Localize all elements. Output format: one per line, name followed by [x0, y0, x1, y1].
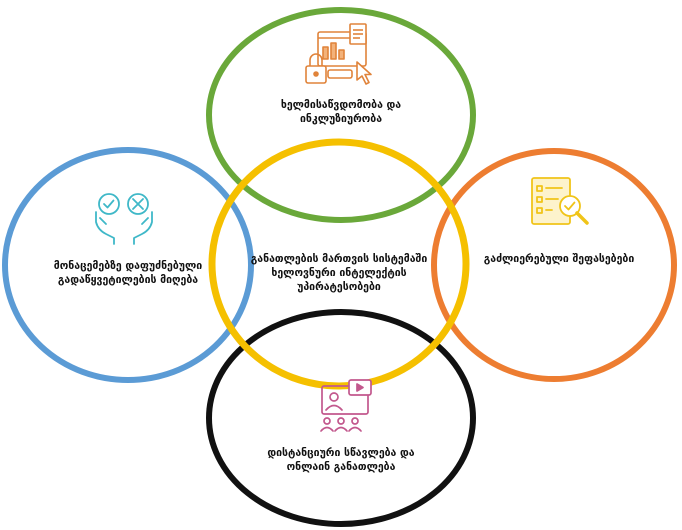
- decision-hands-check-cross-icon: [95, 193, 153, 245]
- left-label-line-1: მონაცემებზე დაფუძნებული: [53, 260, 203, 272]
- bottom-label-line-2: ონლაინ განათლება: [286, 461, 396, 473]
- top-label-line-1: ხელმისაწვდომობა და: [280, 99, 402, 111]
- circle-top: [206, 7, 476, 223]
- center-label: განათლების მართვის სისტემაში ხელოვნური ი…: [239, 252, 439, 294]
- left-label: მონაცემებზე დაფუძნებული გადაწყვეტილების …: [28, 259, 228, 287]
- right-label-line-1: გაძლიერებული შეფასებები: [483, 253, 635, 265]
- circle-bottom: [206, 309, 476, 527]
- center-label-line-2: ხელოვნური ინტელექტის: [271, 267, 407, 279]
- center-label-line-3: უპირატესობები: [297, 281, 381, 293]
- left-label-line-2: გადაწყვეტილების მიღება: [57, 274, 199, 286]
- center-label-line-1: განათლების მართვის სისტემაში: [250, 253, 428, 265]
- online-video-class-icon: [320, 379, 372, 432]
- right-label: გაძლიერებული შეფასებები: [474, 252, 644, 266]
- circle-right: [431, 148, 677, 382]
- checklist-magnifier-icon: [531, 177, 589, 225]
- top-label-line-2: ინკლუზიურობა: [299, 113, 383, 125]
- circle-left: [2, 147, 254, 383]
- data-access-lock-icon: [305, 23, 372, 85]
- top-label: ხელმისაწვდომობა და ინკლუზიურობა: [251, 98, 431, 126]
- bottom-label-line-1: დისტანციური სწავლება და: [267, 447, 415, 459]
- bottom-label: დისტანციური სწავლება და ონლაინ განათლება: [251, 446, 431, 474]
